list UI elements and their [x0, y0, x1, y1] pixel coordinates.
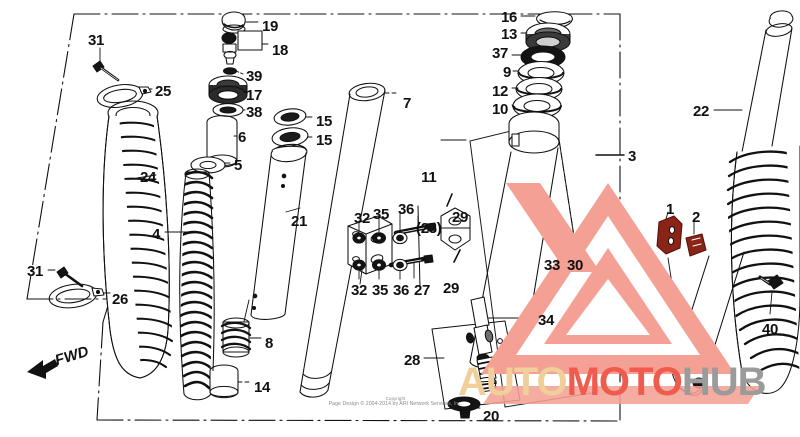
- callout-26: 26: [112, 291, 129, 308]
- copyright-line-1: Copyright: [385, 396, 406, 401]
- callout-9: 9: [503, 64, 512, 81]
- callout-5: 5: [234, 157, 243, 174]
- callout-11-line2: (23): [416, 220, 442, 238]
- callout-35: 35: [372, 282, 389, 299]
- callout-38: 38: [246, 104, 263, 121]
- callout-37: 37: [492, 45, 509, 62]
- callout-32: 32: [354, 210, 371, 227]
- callout-29: 29: [443, 280, 460, 297]
- callout-27: 27: [414, 282, 431, 299]
- copyright-notice: Copyright Page Design © 2004-2014 by ARI…: [303, 396, 488, 407]
- callout-16: 16: [501, 9, 518, 26]
- callout-32: 32: [351, 282, 368, 299]
- callout-18: 18: [272, 42, 289, 59]
- callout-10: 10: [492, 101, 509, 118]
- callout-35: 35: [373, 206, 390, 223]
- callout-28: 28: [404, 352, 421, 369]
- callout-39: 39: [246, 68, 263, 85]
- copyright-line-2: Page Design © 2004-2014 by ARI Network S…: [328, 401, 463, 407]
- callout-24: 24: [140, 169, 157, 186]
- callout-11-23: 11 (23): [416, 134, 442, 272]
- callout-1: 1: [666, 201, 675, 218]
- callout-8: 8: [265, 335, 274, 352]
- callout-21: 21: [291, 213, 308, 230]
- callout-19: 19: [262, 18, 279, 35]
- callout-34: 34: [538, 312, 555, 329]
- callout-13: 13: [501, 26, 518, 43]
- callout-20: 20: [483, 408, 500, 425]
- callout-40: 40: [762, 321, 779, 338]
- callout-15: 15: [316, 113, 333, 130]
- callout-4: 4: [152, 226, 161, 243]
- callout-7: 7: [403, 95, 412, 112]
- callout-25: 25: [155, 83, 172, 100]
- callout-31: 31: [88, 32, 105, 49]
- callout-15: 15: [316, 132, 333, 149]
- callout-31: 31: [27, 263, 44, 280]
- fwd-orientation-marker: FWD: [25, 343, 101, 380]
- callout-11-line1: 11: [421, 168, 437, 186]
- callout-29: 29: [452, 209, 469, 226]
- callout-36: 36: [393, 282, 410, 299]
- callout-2: 2: [692, 209, 701, 226]
- callout-12: 12: [492, 83, 509, 100]
- callout-6: 6: [238, 129, 247, 146]
- callout-36: 36: [398, 201, 415, 218]
- callout-30: 30: [567, 257, 584, 274]
- callout-22: 22: [693, 103, 710, 120]
- callout-17: 17: [246, 87, 263, 104]
- callout-33: 33: [544, 257, 561, 274]
- callout-3: 3: [628, 148, 637, 165]
- left-arrow-icon: [27, 359, 58, 379]
- callout-14: 14: [254, 379, 271, 396]
